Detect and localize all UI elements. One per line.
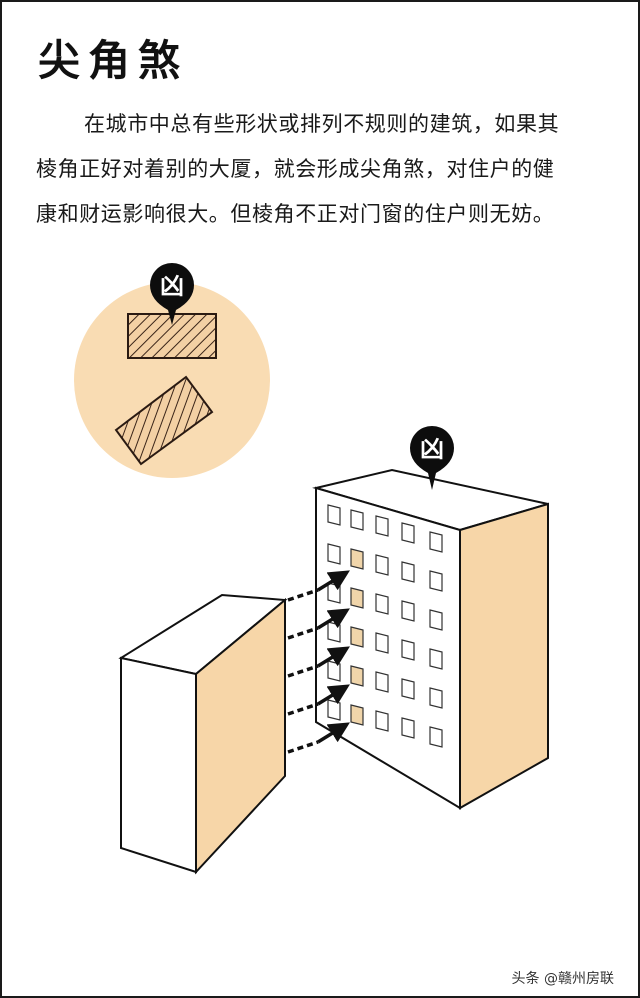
pin-label: 凶 [160,272,184,300]
tall-building: 凶 [312,426,549,810]
window [401,522,415,544]
window [401,600,415,622]
watermark: 头条 @赣州房联 [511,971,614,987]
window [401,639,415,661]
window [429,648,443,670]
window-highlighted [350,626,364,648]
window [375,632,389,654]
window [401,678,415,700]
description-paragraph: 在城市中总有些形状或排列不规则的建筑，如果其 棱角正好对着别的大厦，就会形成尖角… [36,102,606,237]
paragraph-line-2: 棱角正好对着别的大厦，就会形成尖角煞，对住户的健 [36,157,555,181]
page-title: 尖角煞 [38,36,189,85]
window [429,531,443,553]
window [375,554,389,576]
paragraph-line-3: 康和财运影响很大。但棱角不正对门窗的住户则无妨。 [36,202,555,226]
window [429,687,443,709]
arrow-icon [317,608,350,630]
arrow-icon [317,646,350,668]
arrow-dashed-tail [287,664,319,678]
window [429,609,443,631]
window [401,717,415,739]
window [327,582,341,604]
window [429,726,443,748]
plan-view-diagram: 凶 [74,263,270,478]
window [327,699,341,721]
warning-pin-icon: 凶 [410,426,454,490]
window [350,509,364,531]
window [429,570,443,592]
window [375,710,389,732]
building-side-face [195,597,286,875]
paragraph-line-1: 在城市中总有些形状或排列不规则的建筑，如果其 [84,112,560,136]
window-highlighted [350,587,364,609]
window [375,515,389,537]
arrow-icon [317,722,350,744]
window [375,593,389,615]
window [401,561,415,583]
window-highlighted [350,704,364,726]
building-side-face [459,502,549,810]
window-highlighted [350,548,364,570]
building-front-face [120,656,197,874]
window [375,671,389,693]
tilted-hatched-building-plan [114,375,214,466]
arrow-icon [317,570,350,592]
window [327,621,341,643]
pin-label: 凶 [420,435,444,463]
warning-pin-icon: 凶 [150,263,194,325]
sha-arrows [287,570,350,754]
window [327,504,341,526]
arrow-dashed-tail [287,588,319,602]
window [327,543,341,565]
arrow-dashed-tail [287,740,319,754]
sharp-corner-building [118,593,288,875]
arrow-icon [317,684,350,706]
window [327,660,341,682]
window-highlighted [350,665,364,687]
arrow-dashed-tail [287,626,319,640]
arrow-dashed-tail [287,702,319,716]
